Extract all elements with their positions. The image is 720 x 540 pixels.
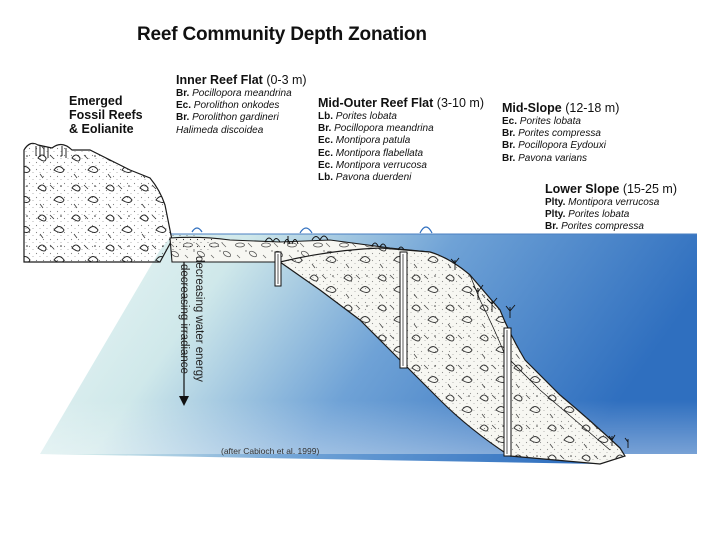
source-credit: (after Cabioch et al. 1999) [221,446,320,456]
zone-name: Lower Slope [545,182,620,196]
species-entry: Br. Pocillopora meandrina [176,88,307,100]
growth-form-abbr: Ec. [318,159,334,171]
zone-name: Mid-Outer Reef Flat [318,96,434,110]
zone-depth-range: (0-3 m) [266,73,307,87]
zone-depth-range: (15-25 m) [622,182,677,196]
zone-heading: Lower Slope (15-25 m) [545,182,677,197]
growth-form-abbr: Ec. [318,135,334,147]
species-entry: Br. Porites compressa [502,128,619,140]
zone-name: Inner Reef Flat [176,73,263,87]
species-entry: Halimeda discoidea [176,125,307,137]
growth-form-abbr: Br. [502,152,516,164]
energy-gradient-label: decreasing water energy [193,256,205,382]
growth-form-abbr: Br. [176,88,190,99]
species-name: Porites compressa [518,128,601,140]
species-name: Pocillopora Eydouxi [518,140,606,152]
species-entry: Ec. Montipora flabellata [318,148,484,160]
growth-form-abbr: Br. [545,221,559,233]
branching-corals [450,257,629,448]
species-name: Montipora verrucosa [335,159,427,171]
species-name: Montipora patula [335,135,411,147]
species-entry: Lb. Pavona duerdeni [318,172,484,184]
zone-name: Mid-Slope [502,101,562,115]
zone-heading: Inner Reef Flat (0-3 m) [176,73,307,88]
growth-form-abbr: Ec. [318,147,334,159]
growth-form-abbr: Br. [176,112,190,124]
species-name: Pocillopora meandrina [334,123,434,135]
growth-form-abbr: Br. [502,140,516,152]
growth-form-abbr: Ec. [176,100,192,112]
species-name: Pocillopora meandrina [192,88,292,99]
species-entry: Ec. Porolithon onkodes [176,100,307,112]
species-entry: Lb. Porites lobata [318,111,484,123]
zone-depth-range: (12-18 m) [565,101,620,115]
growth-form-abbr: Lb. [318,172,333,184]
zone-heading: Mid-Outer Reef Flat (3-10 m) [318,96,484,111]
species-name: Montipora verrucosa [568,197,660,208]
species-entry: Br. Porolithon gardineri [176,112,307,124]
growth-form-abbr: Plty. [545,209,566,221]
species-name: Pavona varians [518,152,588,164]
zone-mid-outer-reef-flat: Mid-Outer Reef Flat (3-10 m)Lb. Porites … [318,96,484,184]
species-name: Porolithon onkodes [193,100,280,112]
zone-heading: Mid-Slope (12-18 m) [502,101,619,116]
species-entry: Br. Pocillopora Eydouxi [502,140,619,152]
species-entry: Br. Pocillopora meandrina [318,123,484,135]
species-entry: Ec. Montipora patula [318,135,484,147]
growth-form-abbr: Lb. [318,111,333,122]
coral-heads [264,235,405,251]
species-entry: Br. Porites compressa [545,221,677,233]
species-name: Montipora flabellata [335,147,424,159]
diagram-title: Reef Community Depth Zonation [137,24,427,45]
irradiance-gradient-label: decreasing irradiance [178,264,190,374]
species-entry: Ec. Montipora verrucosa [318,160,484,172]
species-name: Porolithon gardineri [192,112,279,124]
species-entry: Br. Pavona varians [502,153,619,165]
zone-inner-reef-flat: Inner Reef Flat (0-3 m)Br. Pocillopora m… [176,73,307,137]
emerged-reefs-label: Emerged Fossil Reefs & Eolianite [69,94,143,136]
species-name: Porites lobata [335,111,397,122]
zone-lower-slope: Lower Slope (15-25 m)Plty. Montipora ver… [545,182,677,234]
zone-depth-range: (3-10 m) [436,96,485,110]
growth-form-abbr: Ec. [502,116,518,127]
gradient-arrow-head [179,396,189,406]
growth-form-abbr: Plty. [545,197,566,208]
species-name: Halimeda discoidea [176,124,264,136]
growth-form-abbr: Br. [318,123,332,135]
species-name: Porites compressa [561,221,644,233]
species-name: Porites lobata [519,116,581,127]
species-name: Pavona duerdeni [335,172,412,184]
species-entry: Plty. Porites lobata [545,209,677,221]
species-name: Porites lobata [568,209,630,221]
growth-form-abbr: Br. [502,128,516,140]
species-entry: Plty. Montipora verrucosa [545,197,677,209]
species-entry: Ec. Porites lobata [502,116,619,128]
